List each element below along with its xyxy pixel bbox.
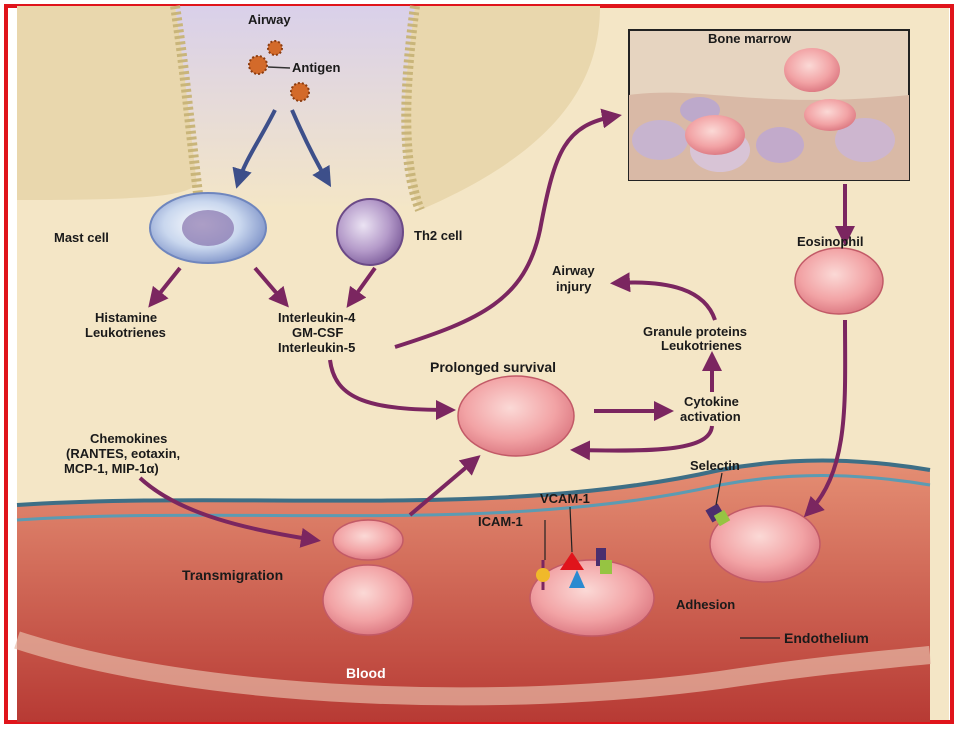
bone-marrow-label: Bone marrow bbox=[708, 31, 792, 46]
eosinophil-cell bbox=[794, 247, 884, 315]
prolonged-survival-cell bbox=[457, 375, 575, 457]
blood-label: Blood bbox=[346, 665, 386, 681]
endothelium-label: Endothelium bbox=[784, 630, 869, 646]
arriving-eosinophil bbox=[709, 505, 821, 583]
transmigrating-cell-bottom bbox=[322, 564, 414, 636]
mast-cell-label: Mast cell bbox=[54, 230, 109, 245]
third-adhesion-molecule bbox=[596, 548, 612, 574]
selectin-label: Selectin bbox=[690, 458, 740, 473]
gm-csf-label: GM-CSF bbox=[292, 325, 343, 340]
granule-proteins-label: Granule proteins bbox=[643, 324, 747, 339]
prolonged-survival-label: Prolonged survival bbox=[430, 359, 556, 375]
selectin-molecule bbox=[705, 503, 731, 527]
bone-marrow-panel bbox=[628, 29, 910, 181]
interleukin-4-label: Interleukin-4 bbox=[278, 310, 356, 325]
adhesion-label: Adhesion bbox=[676, 597, 735, 612]
arrows bbox=[138, 108, 855, 548]
th2-cell bbox=[336, 198, 404, 266]
vcam-leader-line bbox=[569, 506, 573, 553]
chemokines-list-line2: MCP-1, MIP-1α) bbox=[64, 461, 159, 476]
blood-vessel bbox=[14, 458, 931, 722]
leukotrienes-label: Leukotrienes bbox=[85, 325, 166, 340]
histamine-label: Histamine bbox=[95, 310, 157, 325]
cytokine-label: Cytokine bbox=[684, 394, 739, 409]
icam-1-molecule bbox=[536, 560, 550, 590]
vcam-1-molecule bbox=[560, 552, 585, 588]
interleukin-5-label: Interleukin-5 bbox=[278, 340, 355, 355]
airway-label: Airway bbox=[248, 12, 291, 27]
th2-cell-label: Th2 cell bbox=[414, 228, 462, 243]
mast-cell-nucleus bbox=[182, 210, 234, 246]
chemokines-label: Chemokines bbox=[90, 431, 167, 446]
airway-injury-label-line1: Airway bbox=[552, 263, 595, 278]
leukotrienes-label-2: Leukotrienes bbox=[661, 338, 742, 353]
adhering-cell bbox=[529, 559, 655, 637]
selectin-leader-line bbox=[715, 472, 723, 506]
vcam-1-label: VCAM-1 bbox=[540, 491, 590, 506]
antigen-label: Antigen bbox=[292, 60, 340, 75]
activation-label: activation bbox=[680, 409, 741, 424]
eosinophil-label: Eosinophil bbox=[797, 234, 863, 249]
airway-injury-label-line2: injury bbox=[556, 279, 592, 294]
transmigrating-cell-top bbox=[332, 519, 404, 561]
chemokines-list-line1: (RANTES, eotaxin, bbox=[66, 446, 180, 461]
antigen-particles bbox=[248, 40, 310, 102]
transmigration-label: Transmigration bbox=[182, 567, 283, 583]
airway-tissue bbox=[17, 5, 600, 212]
icam-1-label: ICAM-1 bbox=[478, 514, 523, 529]
